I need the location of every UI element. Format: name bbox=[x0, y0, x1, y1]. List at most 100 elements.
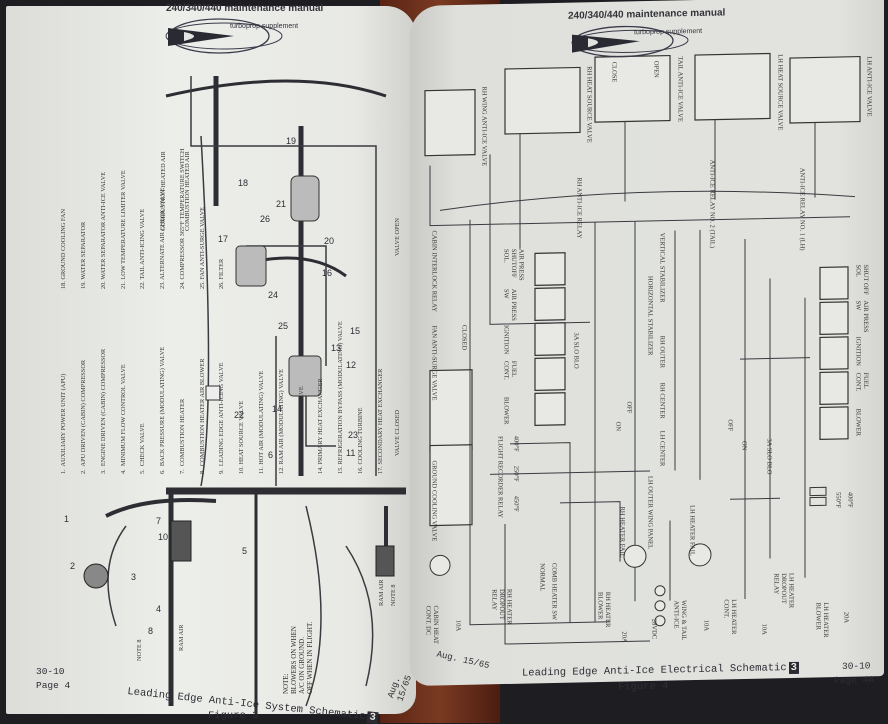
date: Aug. 15/65 bbox=[435, 649, 491, 672]
air-press-shutoff-label: AIR PRESS SHUTOFF SOL. bbox=[502, 248, 525, 281]
breaker-label[interactable]: 10A bbox=[454, 619, 462, 632]
legend-item: 26. FILTER bbox=[218, 258, 226, 289]
callout-22: 22 bbox=[234, 410, 245, 420]
key-item: COMBUSTION HEATED AIR bbox=[160, 151, 168, 231]
blower-note: NOTE: BLOWERS ON WHEN A/C ON GROUND. OFF… bbox=[282, 621, 315, 694]
callout-25: 25 bbox=[278, 321, 289, 331]
lh-heater-fail-label: LH HEATER FAIL bbox=[688, 505, 696, 556]
fan-anti-surge-valve-label: FAN ANTI-SURGE VALVE bbox=[430, 325, 438, 401]
temp-label: 400°F bbox=[846, 491, 854, 508]
legend-item: 13. GROUND COOLING VALVE bbox=[297, 386, 305, 474]
manual-title: 240/340/440 maintenance manual bbox=[568, 7, 726, 22]
temp-label: 400°F bbox=[512, 435, 520, 452]
rh-center-label: RH CENTER bbox=[658, 382, 666, 419]
rh-heat-source-valve-label: RH HEAT SOURCE VALVE bbox=[585, 66, 593, 143]
wing-tail-anti-ice-label: WING & TAIL ANTI-ICE bbox=[672, 600, 688, 641]
open-label: OPEN bbox=[652, 60, 660, 78]
callout-10: 10 bbox=[158, 532, 169, 542]
supplement-label: turboprop supplement bbox=[634, 27, 703, 37]
airplane-logo bbox=[571, 25, 689, 58]
fuel-cont-label: FUEL CONT. bbox=[854, 372, 870, 392]
legend-item: 2. APU DRIVEN (CABIN) COMPRESSOR bbox=[79, 359, 87, 474]
fuse-label: 3A SLO BLO bbox=[572, 332, 580, 369]
callout-1: 1 bbox=[64, 514, 70, 524]
callout-4: 4 bbox=[156, 604, 162, 614]
right-page: 240/340/440 maintenance manual turboprop… bbox=[410, 0, 884, 694]
note-label: NOTE 8 bbox=[390, 584, 397, 606]
anti-ice-relay-no2-label: ANTI-ICE RELAY NO. 2 (TAIL) bbox=[708, 159, 716, 249]
callout-7: 7 bbox=[156, 516, 162, 526]
fuse-label: 3A SLO BLO bbox=[765, 438, 773, 475]
lh-heater-cont-label: LH HEATER CONT. bbox=[722, 599, 738, 635]
lh-heater-dropout-relay-label: LH HEATER DROPOUT RELAY bbox=[772, 572, 795, 609]
ignition-label: IGNITION bbox=[502, 324, 510, 355]
voltage-label: 28VDC bbox=[650, 618, 658, 640]
comb-heater-sw-label[interactable]: COMB HEATER SW bbox=[550, 562, 558, 621]
left-page: 240/340/440 maintenance manual turboprop… bbox=[6, 3, 416, 724]
callout-23: 23 bbox=[348, 430, 359, 440]
callout-6: 6 bbox=[268, 450, 274, 460]
figure-caption: Leading Edge Anti-Ice Electrical Schemat… bbox=[522, 661, 799, 680]
airplane-logo bbox=[165, 18, 283, 54]
valve-closed-note: VALVE CLOSED bbox=[394, 409, 401, 456]
legend-item: 5. CHECK VALVE bbox=[139, 423, 147, 474]
anti-ice-relay-no1-label: ANTI-ICE RELAY NO. 1 (LH) bbox=[798, 167, 806, 251]
breaker-label[interactable]: 20A bbox=[842, 611, 850, 624]
ignition-label: IGNITION bbox=[854, 336, 862, 366]
closed-label: CLOSED bbox=[460, 324, 468, 351]
callout-20: 20 bbox=[324, 236, 335, 246]
temp-label: 550°F bbox=[834, 491, 842, 509]
rh-outer-label: RH OUTER bbox=[658, 335, 666, 369]
legend-item: 6. BACK PRESSURE (MODULATING) VALVE bbox=[159, 346, 167, 474]
date: Aug. 15/65 bbox=[386, 674, 415, 703]
air-press-sw-label: AIR PRESS SW bbox=[502, 288, 518, 321]
page-number: Page 4A bbox=[834, 674, 874, 687]
flight-recorder-relay-label: FLIGHT RECORDER RELAY bbox=[496, 436, 504, 519]
legend-item: 1. AUXILIARY POWER UNIT (APU) bbox=[60, 373, 68, 474]
callout-15: 15 bbox=[350, 326, 361, 336]
switch-off[interactable]: OFF bbox=[726, 419, 734, 432]
figure-number: Figure 4 bbox=[618, 680, 669, 694]
breaker-label[interactable]: 10A bbox=[760, 623, 768, 635]
air-press-sw-label: AIR PRESS SW bbox=[854, 300, 870, 333]
shutoff-sol-label: SHUT OFF SOL bbox=[854, 264, 870, 295]
breaker-label[interactable]: 20A bbox=[620, 631, 628, 643]
lh-anti-ice-valve-label: LH ANTI-ICE VALVE bbox=[865, 56, 873, 117]
rh-wing-anti-ice-valve-label: RH WING ANTI-ICE VALVE bbox=[480, 86, 488, 167]
note-label: NOTE 8 bbox=[136, 639, 143, 661]
page-number: Page 4 bbox=[36, 680, 71, 691]
vertical-stabilizer-label: VERTICAL STABILIZER bbox=[658, 232, 666, 303]
legend-item: 10. HEAT SOURCE VALVE bbox=[238, 400, 246, 474]
legend-item: 8. COMBUSTION HEATER AIR BLOWER bbox=[198, 358, 206, 474]
horizontal-stabilizer-label: HORIZONTAL STABILIZER bbox=[646, 275, 654, 356]
blower-label: BLOWER bbox=[502, 396, 510, 425]
legend-item: 11. HOT AIR (MODULATING) VALVE bbox=[258, 370, 265, 474]
callout-16: 16 bbox=[322, 268, 333, 278]
ground-cooling-valve-label: GROUND COOLING VALVE bbox=[430, 460, 438, 542]
page-id: 30-10 bbox=[36, 666, 65, 677]
legend-item: 18. GROUND COOLING FAN bbox=[60, 209, 68, 289]
callout-8: 8 bbox=[148, 626, 154, 636]
switch-off[interactable]: OFF bbox=[625, 401, 633, 414]
switch-on[interactable]: ON bbox=[740, 440, 748, 451]
callout-5: 5 bbox=[242, 546, 248, 556]
ram-air-label: RAM AIR bbox=[178, 624, 185, 651]
manual-title: 240/340/440 maintenance manual bbox=[166, 3, 324, 14]
callout-12: 12 bbox=[346, 360, 357, 370]
callout-18: 18 bbox=[238, 178, 249, 188]
legend-item: 21. LOW TEMPERATURE LIMITER VALVE bbox=[119, 170, 127, 289]
close-label: CLOSE bbox=[610, 61, 618, 83]
lh-heat-source-valve-label: LH HEAT SOURCE VALVE bbox=[776, 54, 784, 131]
page-id: 30-10 bbox=[842, 660, 871, 672]
caption-text: Leading Edge Anti-Ice Electrical Schemat… bbox=[522, 662, 787, 680]
switch-on[interactable]: ON bbox=[614, 421, 622, 432]
callout-26: 26 bbox=[260, 214, 271, 224]
legend-item: 17. SECONDARY HEAT EXCHANGER bbox=[376, 368, 384, 474]
legend-item: 12. RAM AIR (MODULATING) VALVE bbox=[277, 368, 285, 474]
rh-heater-dropout-relay-label: RH HEATER DROPOUT RELAY bbox=[490, 588, 513, 625]
rh-anti-ice-relay-label: RH ANTI-ICE RELAY bbox=[575, 177, 583, 239]
callout-14: 14 bbox=[272, 404, 283, 414]
legend-item: 19. WATER SEPARATOR bbox=[79, 221, 87, 289]
legend-item: 3. ENGINE DRIVEN (CABIN) COMPRESSOR bbox=[99, 348, 107, 474]
breaker-label[interactable]: 10A bbox=[702, 619, 710, 632]
